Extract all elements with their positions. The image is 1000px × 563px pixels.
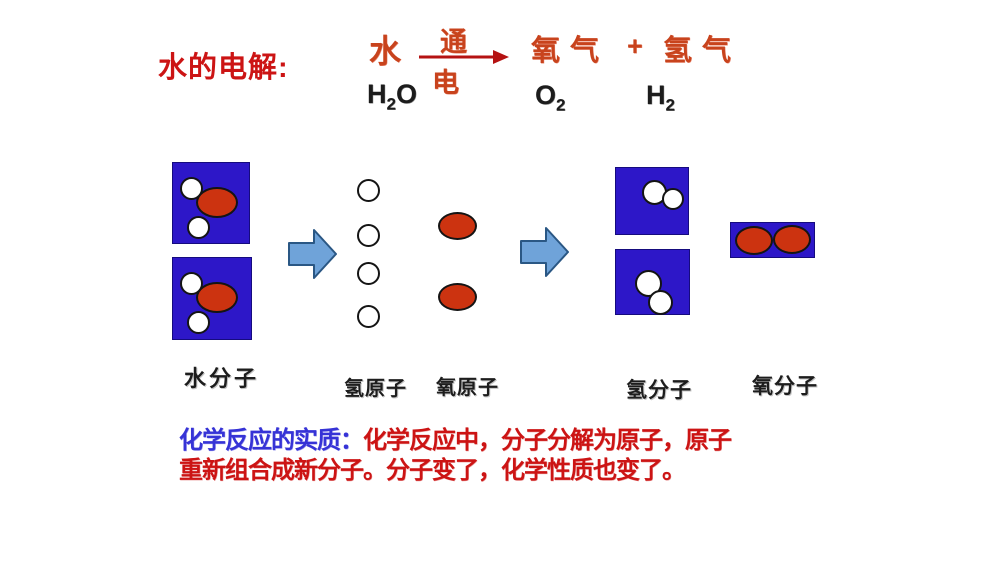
label-hydrogen-molecule: 氢分子 — [626, 379, 692, 402]
page-title: 水的电解: — [158, 52, 289, 84]
water-molecule-box-2 — [172, 257, 252, 340]
hydrogen-atom-circle — [187, 311, 210, 334]
label-oxygen-atom: 氧原子 — [436, 377, 499, 399]
free-oxygen-atom-1 — [438, 212, 477, 240]
formula-o2-subscript: 2 — [556, 95, 566, 115]
free-hydrogen-atom-2 — [357, 224, 380, 247]
formula-h2o-subscript: 2 — [386, 94, 396, 114]
summary-lead: 化学反应的实质： — [179, 427, 364, 454]
formula-h2-base: H — [646, 80, 666, 110]
right-block-arrow-icon — [288, 229, 337, 279]
formula-h2o-tail: O — [395, 79, 417, 109]
equation-product-hydrogen: 氢气 — [663, 35, 742, 67]
summary-line-2: 重新组合成新分子。分子变了，化学性质也变了。 — [179, 456, 859, 486]
label-hydrogen-atom: 氢原子 — [344, 378, 407, 400]
oxygen-molecule-box — [730, 222, 815, 258]
oxygen-atom-ellipse — [196, 282, 238, 313]
summary-body-1: 化学反应中，分子分解为原子，原子 — [363, 427, 732, 454]
formula-h2o-base: H — [367, 79, 387, 109]
equation-condition-top: 通 — [440, 27, 467, 57]
formula-h2o: H2O — [367, 79, 417, 114]
free-oxygen-atom-2 — [438, 283, 477, 311]
hydrogen-atom-circle — [662, 188, 684, 210]
summary-line-1: 化学反应的实质：化学反应中，分子分解为原子，原子 — [179, 426, 859, 456]
free-hydrogen-atom-4 — [357, 305, 380, 328]
formula-h2-subscript: 2 — [665, 95, 675, 115]
formula-o2-base: O — [535, 80, 557, 110]
water-molecule-box-1 — [172, 162, 250, 244]
formula-o2: O2 — [535, 80, 566, 115]
reaction-arrow-icon — [419, 50, 509, 64]
oxygen-atom-ellipse — [196, 187, 238, 218]
label-oxygen-molecule: 氧分子 — [752, 375, 818, 398]
hydrogen-atom-circle — [648, 290, 673, 315]
hydrogen-molecule-box-1 — [615, 167, 689, 235]
hydrogen-molecule-box-2 — [615, 249, 690, 315]
label-water-molecule: 水分子 — [184, 366, 260, 391]
right-block-arrow-icon — [520, 227, 569, 277]
equation-reactant: 水 — [369, 33, 402, 69]
free-hydrogen-atom-1 — [357, 179, 380, 202]
equation-plus-sign: + — [627, 31, 643, 61]
free-hydrogen-atom-3 — [357, 262, 380, 285]
summary-body-2: 重新组合成新分子。分子变了，化学性质也变了。 — [179, 457, 686, 484]
hydrogen-atom-circle — [180, 272, 203, 295]
summary-text: 化学反应的实质：化学反应中，分子分解为原子，原子 重新组合成新分子。分子变了，化… — [179, 426, 859, 486]
hydrogen-atom-circle — [180, 177, 203, 200]
formula-h2: H2 — [646, 80, 675, 115]
hydrogen-atom-circle — [187, 216, 210, 239]
equation-condition-bottom: 电 — [432, 68, 459, 98]
oxygen-atom-ellipse — [735, 226, 773, 255]
oxygen-atom-ellipse — [773, 225, 811, 254]
equation-product-oxygen: 氧气 — [531, 35, 610, 67]
